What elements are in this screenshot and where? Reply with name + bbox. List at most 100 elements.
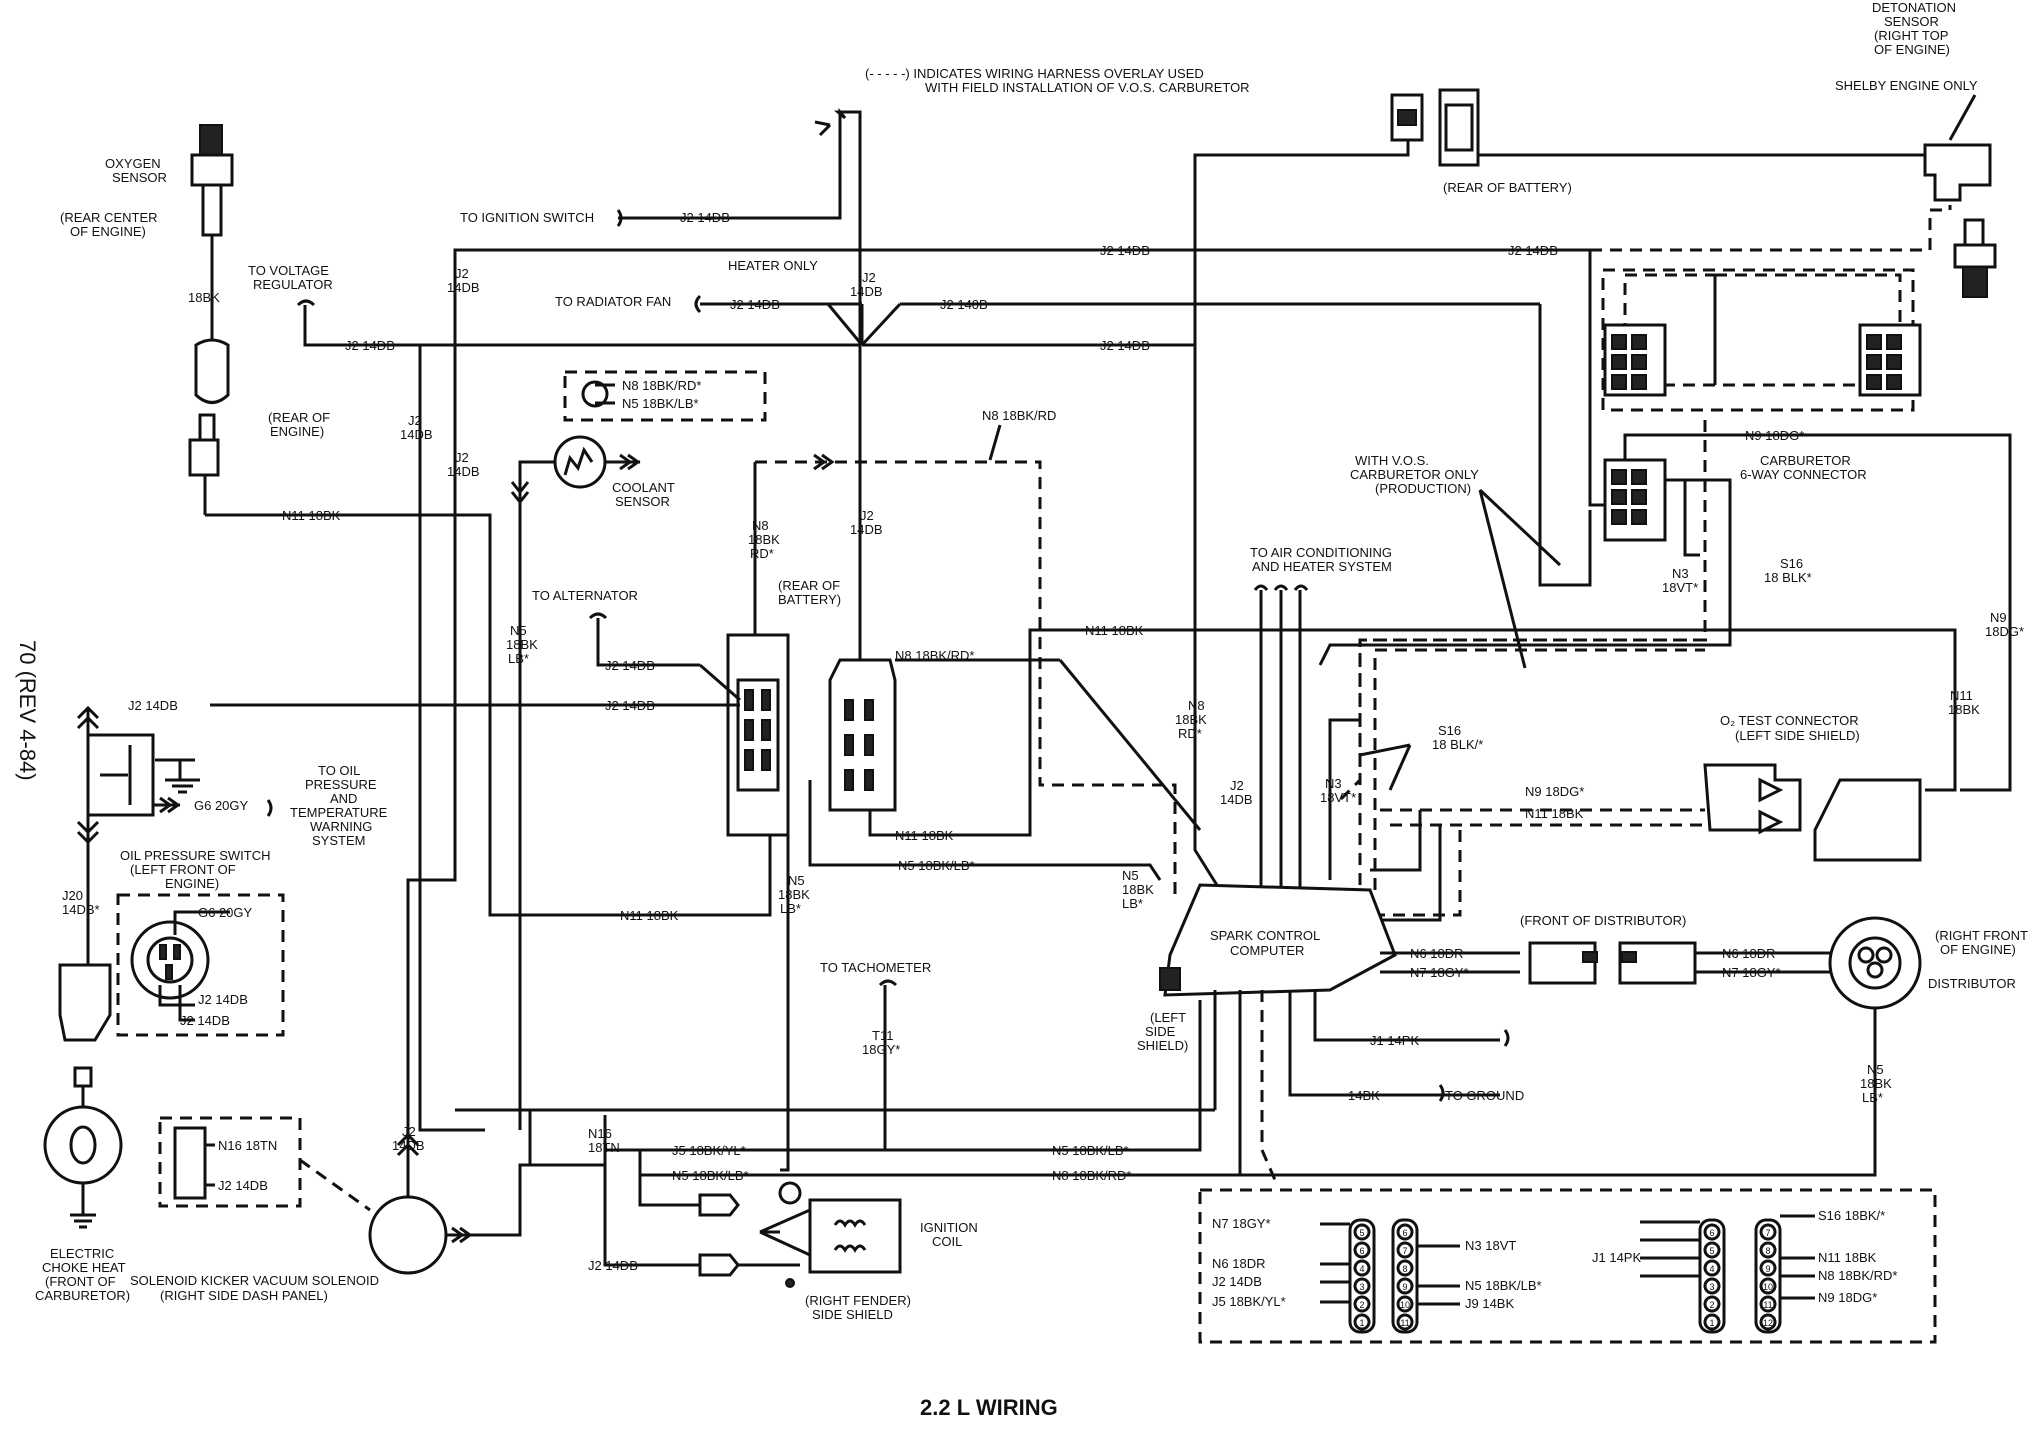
n5-stack-1: N5 bbox=[510, 623, 527, 638]
pin-circle bbox=[1703, 1241, 1721, 1259]
pin-circle bbox=[1703, 1295, 1721, 1313]
j2-switch-label-2: J2 14DB bbox=[180, 1013, 230, 1028]
n5-scc-3: LB* bbox=[1122, 896, 1143, 911]
det-sensor-4: OF ENGINE) bbox=[1874, 42, 1950, 57]
oil-switch-label-3: ENGINE) bbox=[165, 876, 219, 891]
rear-engine-label-2: ENGINE) bbox=[270, 424, 324, 439]
to-tachometer: TO TACHOMETER bbox=[820, 960, 931, 975]
pin-circle bbox=[1703, 1223, 1721, 1241]
n9-right-2: 18DG* bbox=[1985, 624, 2024, 639]
rear-engine-label-1: (REAR OF bbox=[268, 410, 330, 425]
coolant-label-1: COOLANT bbox=[612, 480, 675, 495]
ac-label-2: AND HEATER SYSTEM bbox=[1252, 559, 1392, 574]
pin-circle bbox=[1353, 1223, 1371, 1241]
pin-number: 10 bbox=[1763, 1282, 1773, 1292]
pin-circle bbox=[1703, 1277, 1721, 1295]
n5-dist-1: N5 bbox=[1867, 1062, 1884, 1077]
fender-label-1: (RIGHT FENDER) bbox=[805, 1293, 911, 1308]
n3-label-1: N3 bbox=[1672, 566, 1689, 581]
pin-circle bbox=[1759, 1241, 1777, 1259]
s16-top-2: 18 BLK* bbox=[1764, 570, 1812, 585]
pin-number: 8 bbox=[1402, 1264, 1407, 1274]
to-oil-5: WARNING bbox=[310, 819, 372, 834]
pin-number: 12 bbox=[1763, 1318, 1773, 1328]
to-oil-1: TO OIL bbox=[318, 763, 360, 778]
harness-note-line2: WITH FIELD INSTALLATION OF V.O.S. CARBUR… bbox=[925, 80, 1250, 95]
n6-label: N6 18DR bbox=[1410, 946, 1463, 961]
j20-label-2: 14DB* bbox=[62, 902, 100, 917]
pin-right-label: N8 18BK/RD* bbox=[1818, 1268, 1897, 1283]
oxygen-sensor-label-2: SENSOR bbox=[112, 170, 167, 185]
pin-j1-label: J1 14PK bbox=[1592, 1250, 1641, 1265]
n5-dist-3: LB* bbox=[1862, 1090, 1883, 1105]
to-radiator-fan: TO RADIATOR FAN bbox=[555, 294, 671, 309]
oxygen-wire-label: 18BK bbox=[188, 290, 220, 305]
det-sensor-1: DETONATION bbox=[1872, 0, 1956, 15]
n5-scc-1: N5 bbox=[1122, 868, 1139, 883]
detonation-sensor bbox=[1923, 143, 1992, 202]
heater-only-label: HEATER ONLY bbox=[728, 258, 818, 273]
pin-number: 9 bbox=[1402, 1282, 1407, 1292]
rear-battery-connectors bbox=[1390, 88, 1480, 167]
pin-circle bbox=[1396, 1277, 1414, 1295]
spark-control-computer bbox=[1163, 883, 1397, 997]
o2-test-label-2: (LEFT SIDE SHIELD) bbox=[1735, 728, 1860, 743]
n3-mid-1: N3 bbox=[1325, 776, 1342, 791]
pin-right-label: N11 18BK bbox=[1818, 1250, 1877, 1265]
pin-number: 6 bbox=[1359, 1246, 1364, 1256]
vos-label-1: WITH V.O.S. bbox=[1355, 453, 1429, 468]
n8-right-2: 18BK bbox=[1175, 712, 1207, 727]
j2-mid-label: J2 bbox=[860, 508, 874, 523]
j2-vr-label: J2 14DB bbox=[345, 338, 395, 353]
pin-number: 9 bbox=[1765, 1264, 1770, 1274]
pin-number: 4 bbox=[1359, 1264, 1364, 1274]
pin-left-label: J2 14DB bbox=[1212, 1274, 1262, 1289]
pin-number: 6 bbox=[1709, 1228, 1714, 1238]
oxygen-sensor-label-1: OXYGEN bbox=[105, 156, 161, 171]
n16-stack-2: 18TN bbox=[588, 1140, 620, 1155]
carb6-label-2: 6-WAY CONNECTOR bbox=[1740, 467, 1867, 482]
fender-label-2: SIDE SHIELD bbox=[812, 1307, 893, 1322]
to-voltage-regulator-2: REGULATOR bbox=[253, 277, 333, 292]
pin-circle bbox=[1759, 1313, 1777, 1331]
j2-left-label2-b: 14DB bbox=[447, 464, 480, 479]
pin-circle bbox=[1396, 1259, 1414, 1277]
pin-number: 7 bbox=[1402, 1246, 1407, 1256]
n11-o2-label: N11 18BK bbox=[1525, 806, 1584, 821]
pin-circle bbox=[1396, 1223, 1414, 1241]
j2-left-label2: J2 bbox=[455, 450, 469, 465]
ignition-coil bbox=[759, 1181, 902, 1288]
coil-label-1: IGNITION bbox=[920, 1220, 978, 1235]
n5-lower-label-2: N5 18BK/LB* bbox=[672, 1168, 749, 1183]
pin-circle bbox=[1396, 1313, 1414, 1331]
coolant-label-2: SENSOR bbox=[615, 494, 670, 509]
n11-batt-label: N11 18BK bbox=[895, 828, 954, 843]
rear-battery-mid-1: (REAR OF bbox=[778, 578, 840, 593]
vos-label-2: CARBURETOR ONLY bbox=[1350, 467, 1479, 482]
j2-140b-label: J2 140B bbox=[940, 297, 988, 312]
pin-number: 8 bbox=[1765, 1246, 1770, 1256]
distributor-label: DISTRIBUTOR bbox=[1928, 976, 2016, 991]
carb6-label-1: CARBURETOR bbox=[1760, 453, 1851, 468]
choke-connector bbox=[58, 963, 112, 1042]
choke-label-3: (FRONT OF bbox=[45, 1274, 116, 1289]
n11-wire-label-2: N11 18BK bbox=[620, 908, 679, 923]
n5-stack-b1: N5 bbox=[788, 873, 805, 888]
j2-bus-label: J2 14DB bbox=[1100, 338, 1150, 353]
pin-circle bbox=[1759, 1223, 1777, 1241]
to-oil-3: AND bbox=[330, 791, 357, 806]
n8-conn-label: N8 18BK/RD* bbox=[622, 378, 701, 393]
to-oil-2: PRESSURE bbox=[305, 777, 377, 792]
det-sensor-2: SENSOR bbox=[1884, 14, 1939, 29]
solenoid-label-2: (RIGHT SIDE DASH PANEL) bbox=[160, 1288, 328, 1303]
j2-left-label-b: 14DB bbox=[400, 427, 433, 442]
pin-number: 3 bbox=[1359, 1282, 1364, 1292]
t11-label-1: T11 bbox=[872, 1028, 893, 1043]
n8-overlay-label: N8 18BK/RD bbox=[982, 408, 1056, 423]
battery-connector-right bbox=[828, 658, 897, 812]
pin-number: 3 bbox=[1709, 1282, 1714, 1292]
pin-circle bbox=[1759, 1295, 1777, 1313]
n8-lower-label: N8 18BK/RD* bbox=[1052, 1168, 1131, 1183]
rear-battery-top: (REAR OF BATTERY) bbox=[1443, 180, 1572, 195]
o2-test-connector bbox=[1703, 763, 1802, 832]
